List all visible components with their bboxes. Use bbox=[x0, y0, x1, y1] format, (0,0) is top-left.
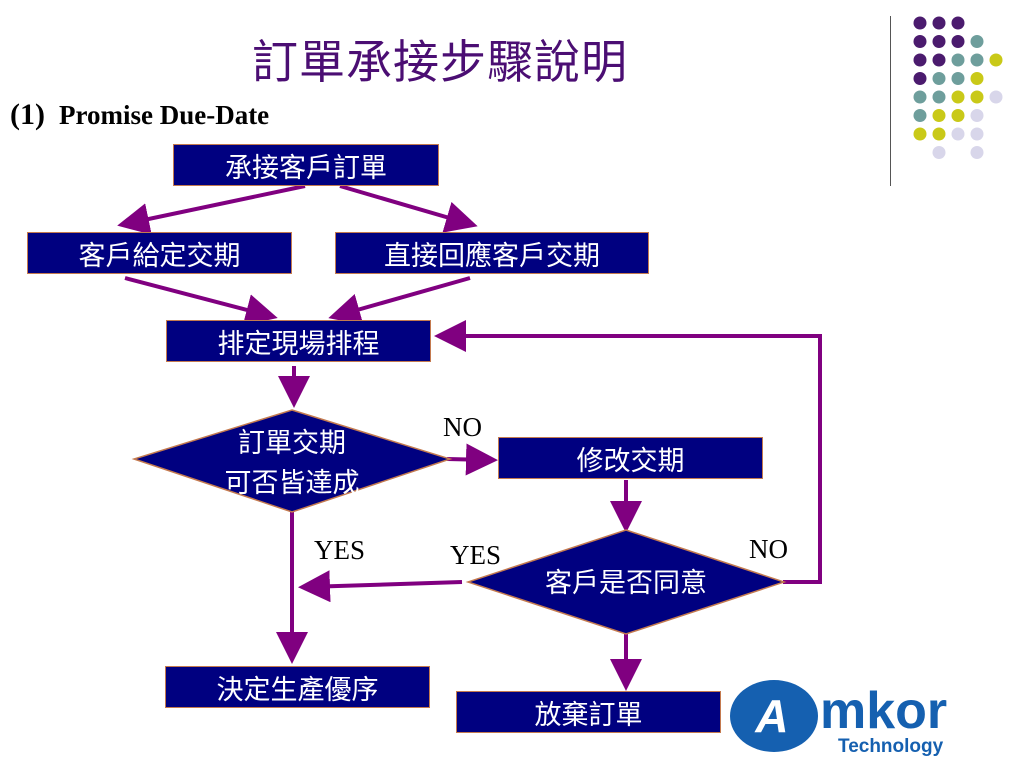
decorative-dot bbox=[970, 35, 984, 48]
node-customer-date: 客戶給定交期 bbox=[27, 232, 292, 274]
decorative-dot bbox=[913, 127, 927, 141]
arrow-accept-to-customer-date bbox=[117, 184, 306, 235]
section-number: (1) bbox=[10, 98, 45, 131]
section-text: Promise Due-Date bbox=[58, 100, 270, 130]
arrow-decision-no-to-modify bbox=[446, 443, 498, 476]
logo-name: mkor bbox=[820, 682, 947, 740]
decision-dates-line2: 可否皆達成 bbox=[225, 468, 360, 499]
slide-title: 訂單承接步驟說明 bbox=[252, 35, 628, 89]
node-schedule: 排定現場排程 bbox=[166, 320, 431, 362]
decision-agree-text: 客戶是否同意 bbox=[545, 568, 707, 599]
decorative-dot bbox=[970, 109, 984, 122]
decorative-dot bbox=[989, 90, 1003, 104]
decorative-dot bbox=[932, 35, 946, 48]
arrow-accept-to-reply-date bbox=[339, 184, 478, 233]
decorative-dot bbox=[932, 90, 946, 104]
decorative-dot bbox=[913, 109, 927, 122]
decorative-dot bbox=[913, 35, 927, 48]
node-reply-date: 直接回應客戶交期 bbox=[335, 232, 649, 274]
node-accept-order: 承接客戶訂單 bbox=[173, 144, 439, 186]
decorative-dot bbox=[970, 146, 984, 159]
label-yes-second: YES bbox=[450, 540, 502, 570]
header-divider bbox=[890, 16, 891, 186]
decorative-dot bbox=[932, 72, 946, 85]
decision-diamond-dates bbox=[131, 409, 453, 513]
logo-tagline: Technology bbox=[838, 736, 944, 757]
decorative-dot bbox=[932, 16, 946, 30]
decorative-dot bbox=[951, 35, 965, 48]
label-no-second: NO bbox=[749, 534, 788, 564]
decorative-dot bbox=[932, 146, 946, 159]
decision-dates-line1: 訂單交期 bbox=[238, 428, 346, 459]
node-decide-priority: 決定生產優序 bbox=[165, 666, 430, 708]
decorative-dot bbox=[932, 109, 946, 122]
node-abandon: 放棄訂單 bbox=[456, 691, 721, 733]
decorative-dot bbox=[951, 127, 965, 141]
decorative-dot bbox=[970, 90, 984, 104]
decorative-dot-grid bbox=[913, 16, 1003, 159]
label-yes-first: YES bbox=[314, 535, 366, 565]
label-no-first: NO bbox=[443, 412, 482, 442]
decorative-dot bbox=[951, 72, 965, 85]
decorative-dot bbox=[989, 53, 1003, 67]
arrow-agree-no-loop-back bbox=[434, 320, 822, 584]
arrow-reply-date-to-schedule bbox=[328, 276, 471, 325]
decorative-dot bbox=[951, 109, 965, 122]
decorative-dot bbox=[951, 90, 965, 104]
decision-diamond-agree bbox=[465, 529, 787, 635]
arrow-customer-date-to-schedule bbox=[124, 276, 278, 326]
decorative-dot bbox=[932, 53, 946, 67]
decorative-dot bbox=[951, 53, 965, 67]
decorative-dot bbox=[932, 127, 946, 141]
logo-mark: A bbox=[754, 690, 788, 742]
decorative-dot bbox=[970, 53, 984, 67]
arrow-agree-yes-left bbox=[298, 570, 463, 603]
decorative-dot bbox=[913, 53, 927, 67]
decorative-dot bbox=[913, 72, 927, 85]
decorative-dot bbox=[951, 16, 965, 30]
amkor-logo: A mkor Technology bbox=[730, 680, 947, 757]
node-modify-date: 修改交期 bbox=[498, 437, 763, 479]
section-heading: (1) Promise Due-Date bbox=[10, 98, 269, 132]
decorative-dot bbox=[970, 72, 984, 85]
decorative-dot bbox=[970, 127, 984, 141]
decorative-dot bbox=[913, 90, 927, 104]
decorative-dot bbox=[913, 16, 927, 30]
